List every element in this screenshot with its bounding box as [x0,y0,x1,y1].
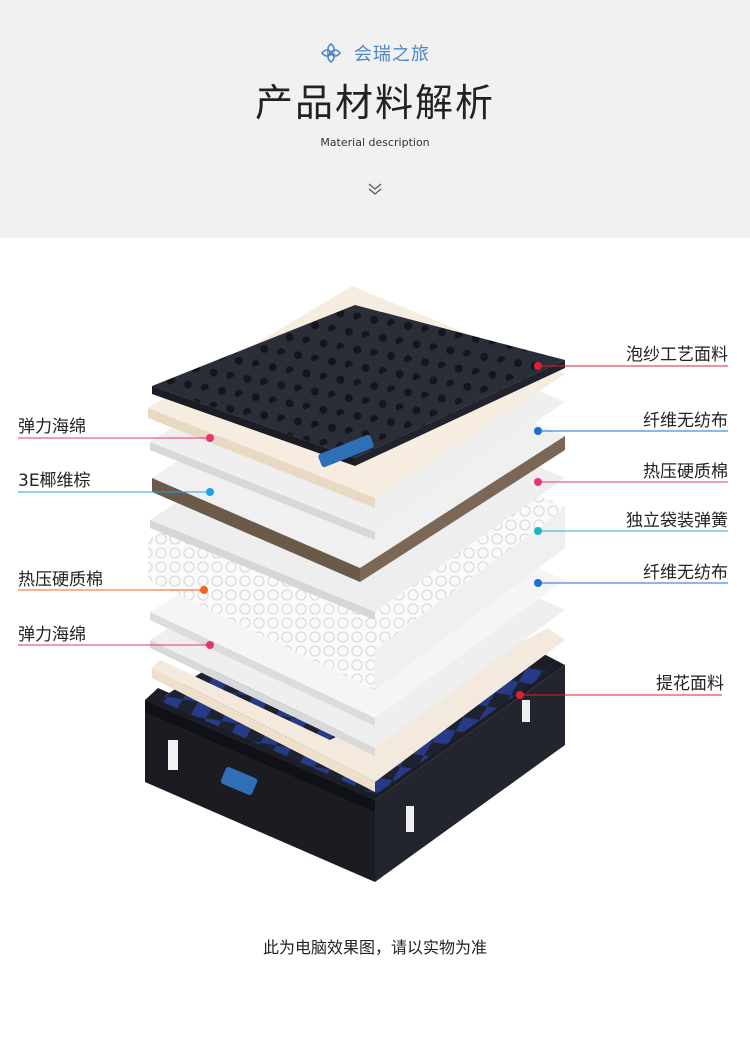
label-right-hard-cotton: 热压硬质棉 [643,457,728,482]
svg-text:ES: ES [326,51,336,58]
label-left-hard-cotton: 热压硬质棉 [18,565,103,590]
label-left-elastic-sponge-2: 弹力海绵 [18,620,86,645]
label-left-elastic-sponge-1: 弹力海绵 [18,412,86,437]
label-right-nonwoven-2: 纤维无纺布 [643,558,728,583]
label-left-coconut-fiber: 3E椰维棕 [18,466,91,491]
brand-name: 会瑞之旅 [354,44,430,65]
ed-logo-icon: ES [320,42,342,64]
double-chevron-down-icon[interactable] [367,181,383,197]
disclaimer-note: 此为电脑效果图，请以实物为准 [0,934,750,958]
label-right-seersucker-fabric: 泡纱工艺面料 [626,340,728,365]
page-subtitle: Material description [0,136,750,149]
label-right-jacquard-fabric: 提花面料 [656,669,724,694]
page-title: 产品材料解析 [0,72,750,127]
header-banner: ES 会瑞之旅 产品材料解析 Material description [0,0,750,238]
label-right-pocket-springs: 独立袋装弹簧 [626,506,728,531]
label-right-nonwoven-1: 纤维无纺布 [643,406,728,431]
brand: ES 会瑞之旅 [0,40,750,66]
